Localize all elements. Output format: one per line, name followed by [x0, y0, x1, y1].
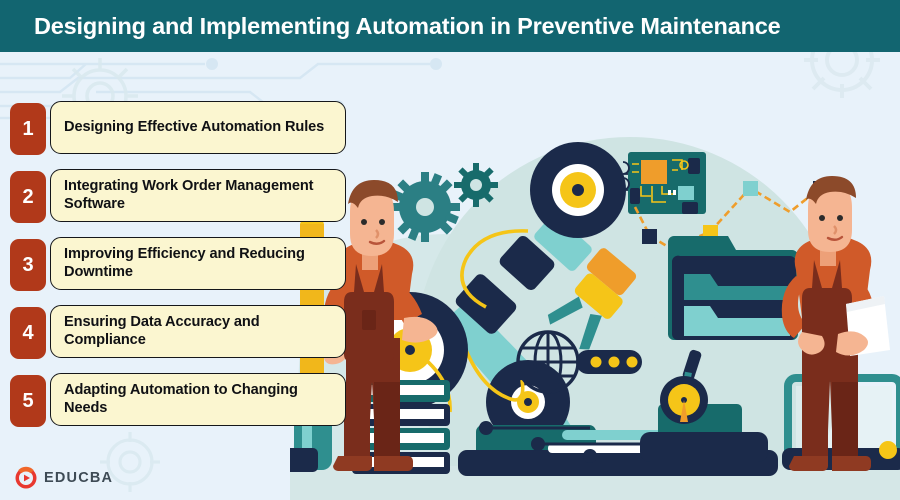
header-bar: Designing and Implementing Automation in…: [0, 0, 900, 52]
technician-right-figure: [781, 176, 890, 471]
gear-large-icon: [390, 172, 460, 242]
circuit-board-icon: [622, 152, 706, 214]
list-item-card[interactable]: Designing Effective Automation Rules: [50, 101, 346, 154]
chart-node: [642, 229, 657, 244]
list-item-label: Designing Effective Automation Rules: [64, 118, 325, 135]
list-item[interactable]: 2 Integrating Work Order Management Soft…: [0, 166, 360, 234]
gear-small-icon: [454, 163, 498, 207]
automation-illustration: [290, 137, 900, 500]
page-title: Designing and Implementing Automation in…: [34, 12, 781, 39]
list-item[interactable]: 1 Designing Effective Automation Rules: [0, 98, 360, 166]
educba-mark-icon: [15, 466, 37, 489]
side-box: [290, 448, 318, 472]
robot-head-wheel: [530, 142, 626, 238]
educba-logo[interactable]: EDUCBA: [14, 466, 113, 490]
list-item-number: 2: [10, 171, 46, 223]
folder-icon: [668, 236, 798, 340]
list-item[interactable]: 3 Improving Efficiency and Reducing Down…: [0, 234, 360, 302]
list-item-label: Improving Efficiency and Reducing Downti…: [64, 246, 305, 280]
list-item-number: 1: [10, 103, 46, 155]
list-item-card[interactable]: Improving Efficiency and Reducing Downti…: [50, 237, 346, 290]
list-item-number: 5: [10, 375, 46, 427]
list-item-card[interactable]: Integrating Work Order Management Softwa…: [50, 169, 346, 222]
numbered-list: 1 Designing Effective Automation Rules 2…: [0, 98, 360, 438]
list-item-label: Integrating Work Order Management Softwa…: [64, 178, 314, 212]
conveyor-graphic: [479, 421, 726, 463]
list-item-card[interactable]: Ensuring Data Accuracy and Compliance: [50, 305, 346, 358]
chart-node: [743, 181, 758, 196]
technician-left-figure: [323, 180, 438, 471]
globe-icon: [516, 330, 642, 394]
list-item-number: 3: [10, 239, 46, 291]
list-item-label: Adapting Automation to Changing Needs: [64, 382, 298, 416]
list-item[interactable]: 4 Ensuring Data Accuracy and Compliance: [0, 302, 360, 370]
list-item[interactable]: 5 Adapting Automation to Changing Needs: [0, 370, 360, 438]
dial-gauge-graphic: [640, 349, 768, 462]
list-item-number: 4: [10, 307, 46, 359]
list-item-label: Ensuring Data Accuracy and Compliance: [64, 314, 260, 348]
list-item-card[interactable]: Adapting Automation to Changing Needs: [50, 373, 346, 426]
gripper-icon: [547, 248, 637, 350]
educba-logo-text: EDUCBA: [44, 470, 114, 486]
